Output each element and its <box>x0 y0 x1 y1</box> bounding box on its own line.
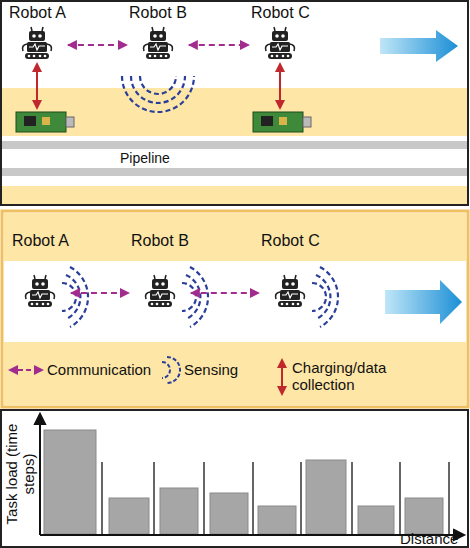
direction-arrow <box>380 30 458 62</box>
robot: Robot B <box>129 4 187 60</box>
robot-name: Robot B <box>131 232 189 250</box>
pipe-wall <box>2 168 467 176</box>
chart-axes <box>35 414 464 540</box>
legend-sample <box>281 360 283 394</box>
pipe-wall <box>2 141 467 149</box>
robot: Robot B <box>131 232 189 308</box>
sensor-board <box>16 112 311 132</box>
robot: Robot A <box>12 232 69 308</box>
axis-label: Task load (time steps) <box>3 422 37 526</box>
task-bars <box>44 430 443 534</box>
communication-link <box>68 44 127 46</box>
robot-icon <box>141 26 175 60</box>
ground-band <box>2 186 467 204</box>
legend-sample <box>162 357 180 383</box>
direction-arrow <box>385 280 462 324</box>
robot-icon <box>143 274 177 308</box>
robot-name: Robot B <box>129 4 187 22</box>
legend-text: Sensing <box>184 361 238 378</box>
ground-band <box>4 213 466 261</box>
robot: Robot C <box>251 4 310 60</box>
robot: Robot C <box>261 232 320 308</box>
ground-band <box>4 342 466 405</box>
panel-frame <box>1 1 468 205</box>
robot-icon <box>263 26 297 60</box>
panel-frame <box>2 211 468 407</box>
sensing-waves <box>122 76 194 112</box>
legend-text: Charging/data collection <box>292 359 410 393</box>
ground-band <box>2 88 467 136</box>
robot: Robot A <box>9 4 66 60</box>
robot-name: Robot A <box>9 4 66 22</box>
robot-name: Robot A <box>12 232 69 250</box>
part-label: Pipeline <box>120 150 170 167</box>
robot-icon <box>23 274 57 308</box>
segment-divider <box>102 462 449 534</box>
axis-label: Distance <box>400 530 458 547</box>
sensing-waves <box>62 267 338 327</box>
charging-arrow <box>36 64 38 108</box>
robot-name: Robot C <box>261 232 320 250</box>
legend-sample <box>10 369 42 371</box>
legend-text: Communication <box>47 361 151 378</box>
robot-name: Robot C <box>251 4 310 22</box>
robot-icon <box>20 26 54 60</box>
panel-frame <box>1 410 468 547</box>
communication-link <box>191 292 259 294</box>
robot-icon <box>273 274 307 308</box>
communication-link <box>71 292 129 294</box>
charging-arrow <box>279 64 281 108</box>
communication-link <box>189 44 249 46</box>
